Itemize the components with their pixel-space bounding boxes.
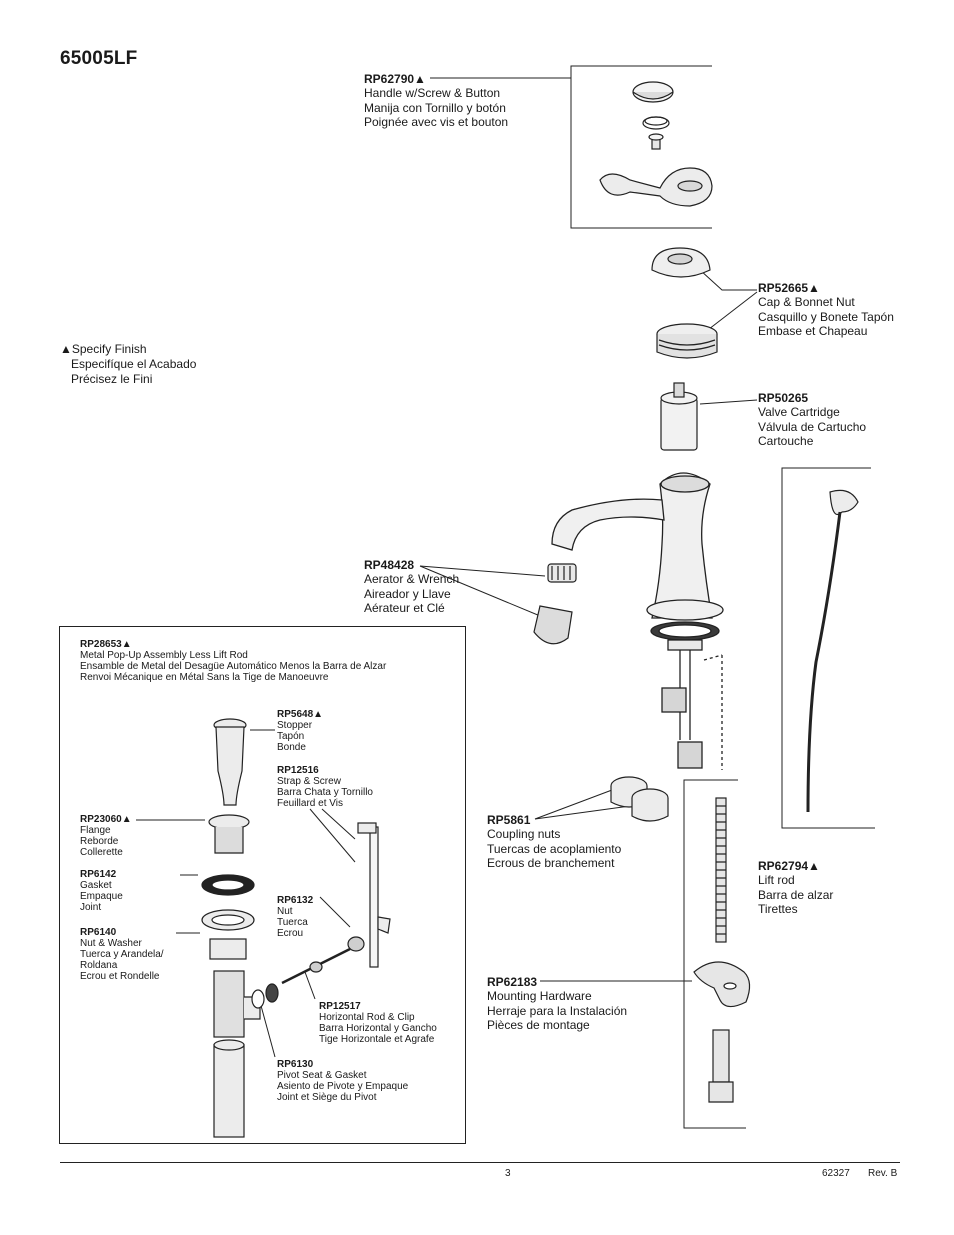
coupling-nuts: [610, 776, 669, 822]
label-aerator: RP48428 Aerator & Wrench Aireador y Llav…: [364, 558, 460, 615]
cap-bonnet: [651, 247, 718, 359]
label-gasket: RP6142 Gasket Empaque Joint: [80, 869, 123, 913]
specify-finish-note: ▲Specify Finish Especifíque el Acabado P…: [60, 342, 197, 386]
label-strap: RP12516 Strap & Screw Barra Chata y Torn…: [277, 765, 373, 809]
label-handle: RP62790▲ Handle w/Screw & Button Manija …: [364, 72, 509, 129]
revision: Rev. B: [868, 1168, 898, 1179]
label-popup-assembly: RP28653▲ Metal Pop-Up Assembly Less Lift…: [80, 639, 387, 683]
model-title: 65005LF: [60, 48, 138, 69]
label-cap-bonnet: RP52665▲ Cap & Bonnet Nut Casquillo y Bo…: [758, 281, 894, 338]
label-nut-washer: RP6140 Nut & Washer Tuerca y Arandela/ R…: [80, 927, 164, 982]
label-nut: RP6132 Nut Tuerca Ecrou: [277, 895, 314, 939]
popup-assembly-box: RP28653▲ Metal Pop-Up Assembly Less Lift…: [59, 626, 466, 1144]
faucet-body: [551, 472, 724, 770]
label-horizontal-rod: RP12517 Horizontal Rod & Clip Barra Hori…: [319, 1001, 437, 1045]
handle-parts: [599, 81, 713, 207]
label-stopper: RP5648▲ Stopper Tapón Bonde: [277, 709, 324, 753]
valve-cartridge: [660, 382, 698, 451]
aerator-wrench: [533, 563, 577, 645]
page-number: 3: [505, 1168, 511, 1179]
label-pivot: RP6130 Pivot Seat & Gasket Asiento de Pi…: [277, 1059, 409, 1103]
document-number: 62327: [822, 1168, 850, 1179]
footer-rule: [60, 1162, 900, 1163]
label-flange: RP23060▲ Flange Reborde Collerette: [80, 814, 132, 858]
label-mounting-hardware: RP62183 Mounting Hardware Herraje para l…: [487, 975, 628, 1032]
label-lift-rod: RP62794▲ Lift rod Barra de alzar Tirette…: [758, 859, 834, 916]
mounting-hardware: [693, 797, 751, 1103]
label-cartridge: RP50265 Valve Cartridge Válvula de Cartu…: [758, 391, 867, 448]
lift-rod: [806, 489, 859, 813]
label-coupling-nuts: RP5861 Coupling nuts Tuercas de acoplami…: [487, 813, 622, 870]
popup-assembly-drawing: [136, 718, 391, 1138]
